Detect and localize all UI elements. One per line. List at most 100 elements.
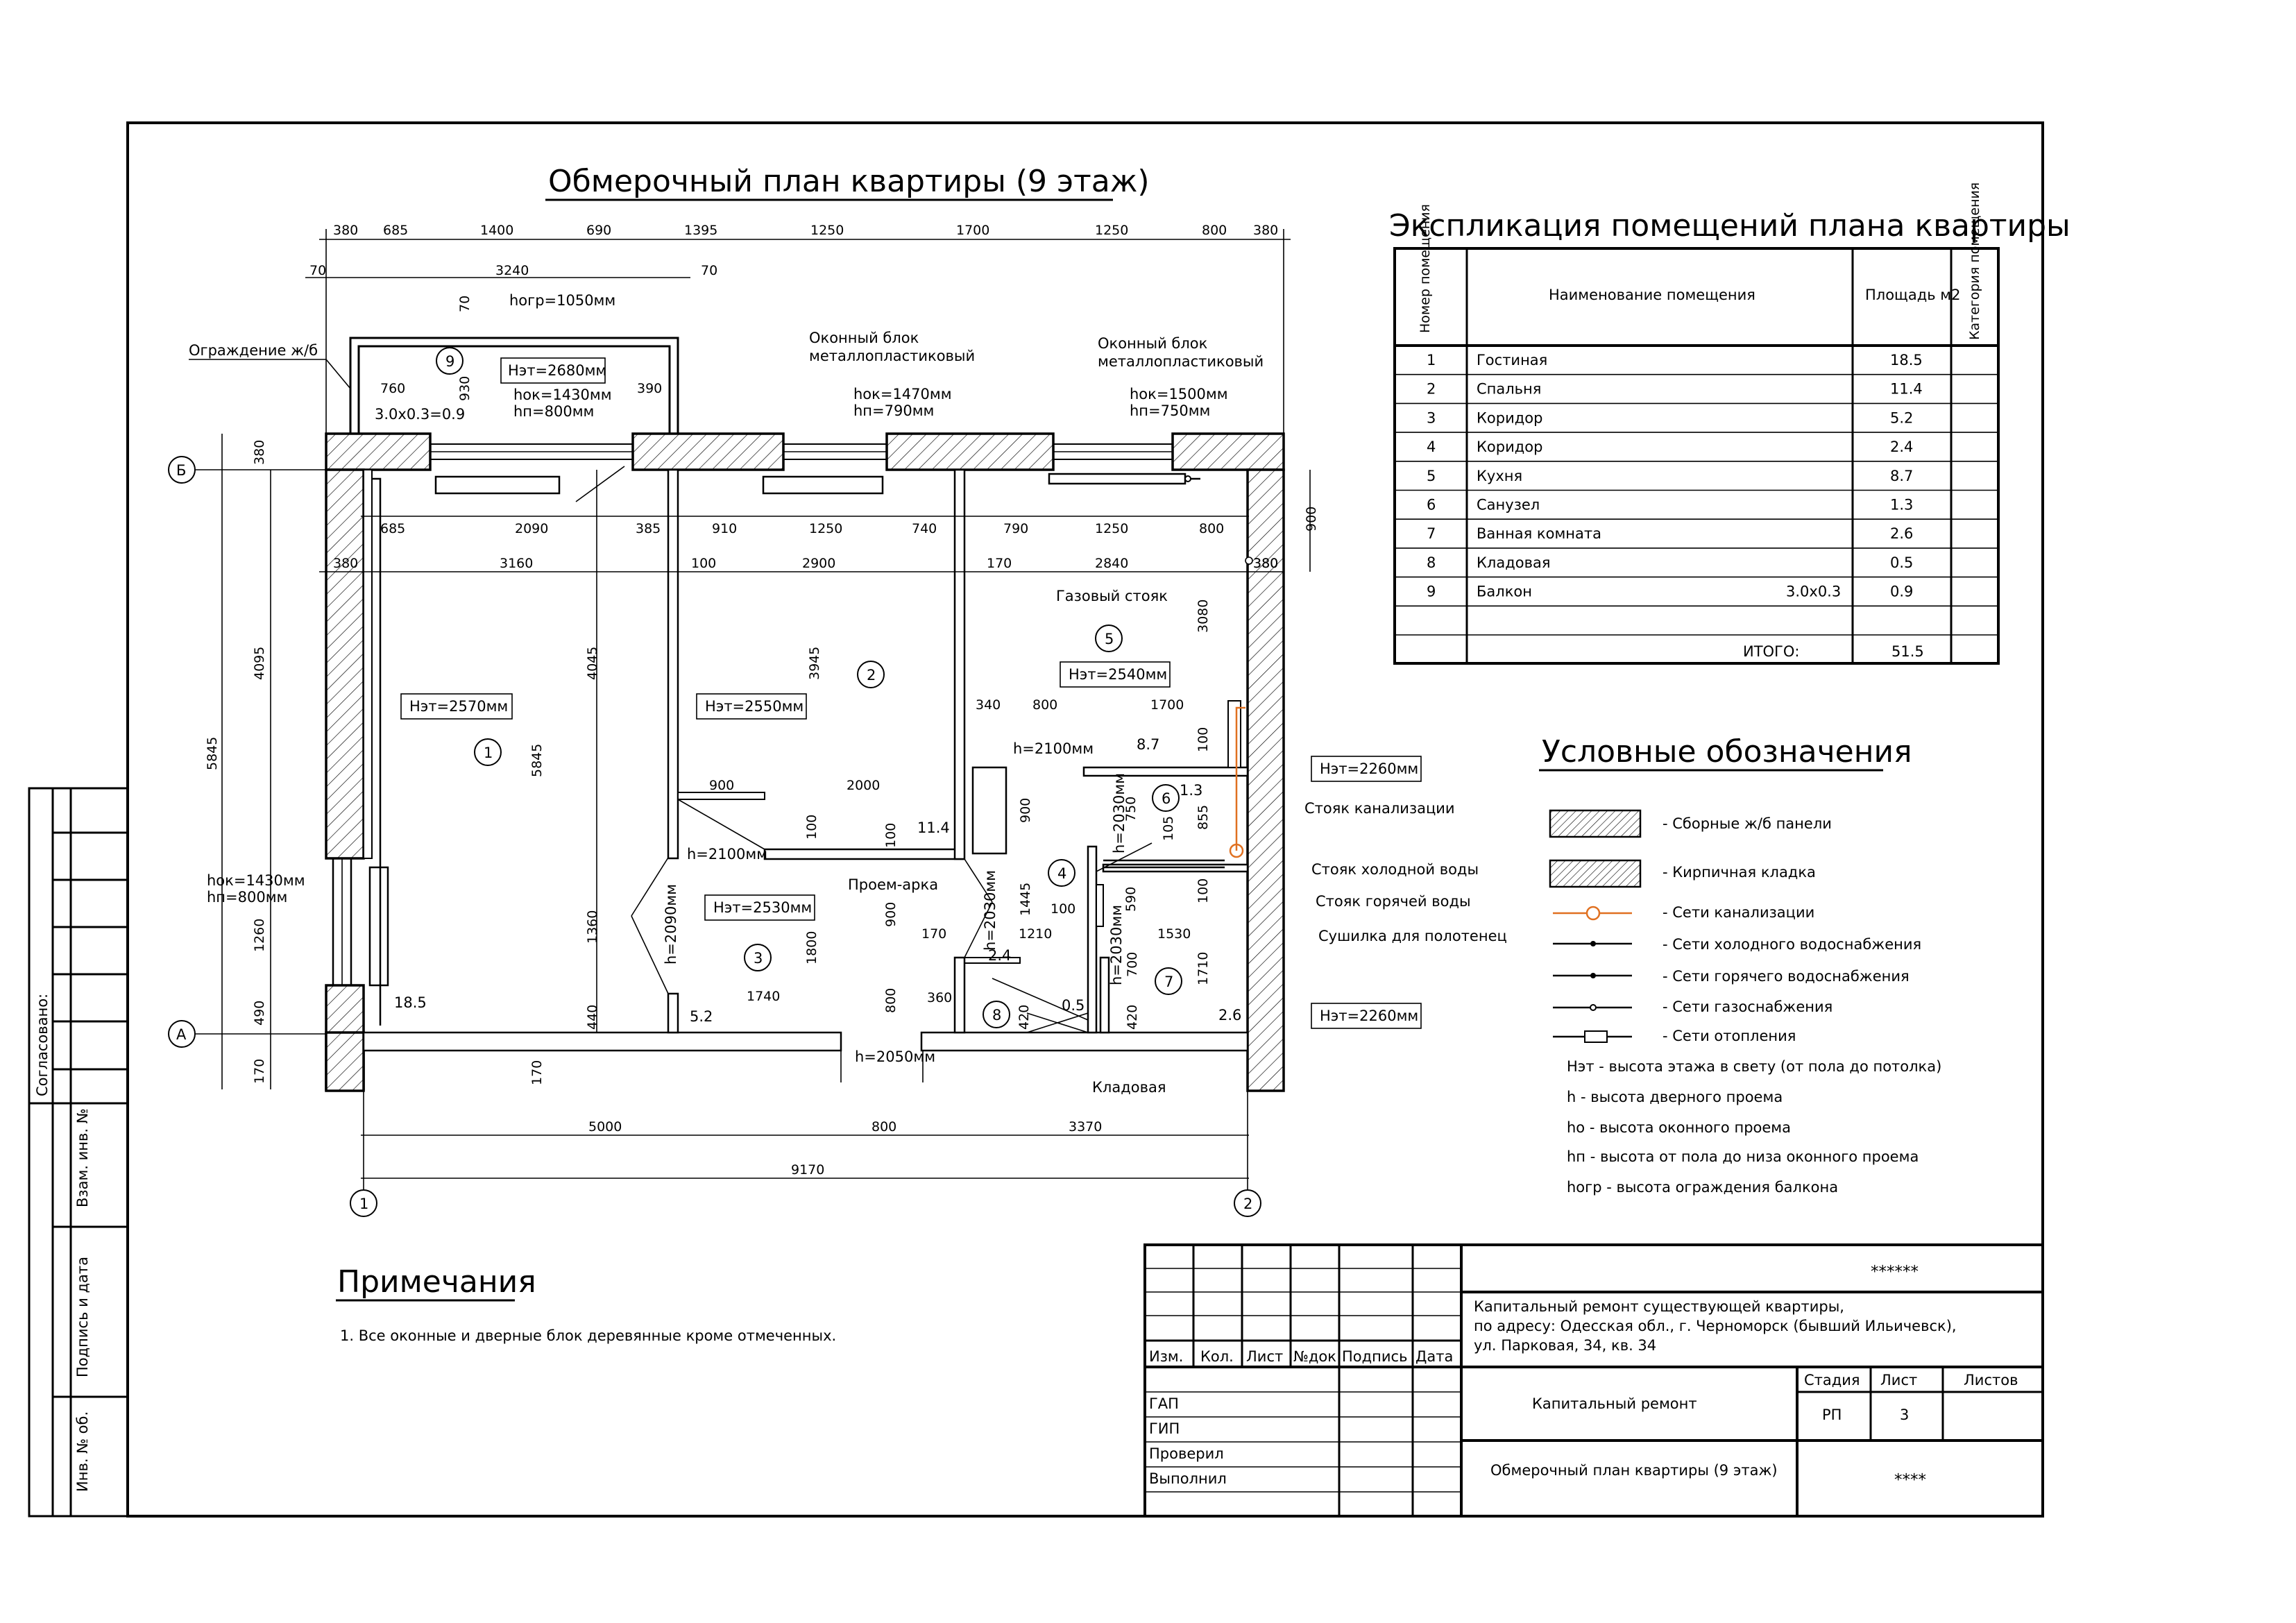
door-h-2050: h=2050мм	[855, 1048, 935, 1065]
legend-sewer-icon	[1585, 906, 1601, 921]
stamp-object: Капитальный ремонт	[1532, 1395, 1697, 1412]
room6-height: Нэт=2260мм	[1320, 760, 1418, 777]
dim: 100	[691, 556, 716, 571]
dim: 1250	[809, 521, 842, 536]
explication-row-name: Ванная комната	[1477, 525, 1601, 542]
window-top-3	[1053, 443, 1173, 460]
stamp-stage-label: Стадия	[1804, 1372, 1860, 1388]
explication-row-number: 2	[1427, 381, 1436, 398]
axis-a: А	[176, 1026, 187, 1043]
stamp-sheet: 3	[1900, 1407, 1909, 1423]
dim: 750	[1123, 797, 1139, 822]
balcony	[349, 337, 679, 434]
label-h-ok-left: hок=1430мм	[207, 872, 305, 889]
dim: 5845	[205, 737, 220, 770]
explication-row-number: 8	[1427, 554, 1436, 571]
notes: Примечания 1. Все оконные и дверные блок…	[336, 1264, 836, 1344]
label-h-ok1: hок=1430мм	[513, 386, 612, 403]
explication-row-name: Спальня	[1477, 381, 1541, 398]
explication-row-name: Коридор	[1477, 439, 1542, 455]
room7-height: Нэт=2260мм	[1320, 1008, 1418, 1024]
dim: 5845	[529, 744, 545, 777]
dim: 2000	[847, 778, 880, 793]
axis-2: 2	[1243, 1196, 1252, 1212]
room-2-number: 2	[867, 667, 876, 683]
room-markers: 1 2 3 4 5 6 7 8 9	[436, 347, 1182, 1028]
label-pantry: Кладовая	[1092, 1079, 1166, 1096]
dim: 930	[457, 376, 473, 401]
legend-item-1: - Сборные ж/б панели	[1663, 815, 1832, 832]
stamp-project-3: ул. Парковая, 34, кв. 34	[1474, 1337, 1656, 1354]
area-1-3: 1.3	[1180, 782, 1202, 799]
label-h-p-left: hп=800мм	[207, 889, 287, 906]
stamp-col-date: Дата	[1415, 1348, 1453, 1365]
label-balcony-rail: Ограждение ж/б	[189, 342, 318, 359]
explication-row-area: 0.5	[1890, 554, 1913, 571]
wall-left-upper	[325, 468, 365, 860]
balcony-height: Нэт=2680мм	[508, 362, 606, 379]
room-8-number: 8	[992, 1007, 1001, 1023]
dim: 9170	[791, 1162, 824, 1178]
label-h-p3: hп=750мм	[1130, 402, 1210, 419]
explication-row-area: 8.7	[1890, 468, 1913, 484]
stamp-role-gap: ГАП	[1149, 1395, 1179, 1412]
axis-b: Б	[176, 462, 186, 479]
explication-row-name: Санузел	[1477, 497, 1540, 513]
explication-row-name: Кухня	[1477, 468, 1522, 484]
legend-panel-swatch	[1549, 809, 1642, 838]
label-window-block-1b: металлопластиковый	[809, 348, 975, 364]
area-0-5: 0.5	[1062, 997, 1085, 1014]
dim: 790	[1003, 521, 1028, 536]
room-heights: Нэт=2570мм Нэт=2550мм Нэт=2530мм Нэт=254…	[400, 357, 1422, 1029]
dim: 380	[333, 556, 358, 571]
dim: 2840	[1095, 556, 1128, 571]
dim: 380	[1253, 556, 1278, 571]
radiator-3	[1048, 473, 1187, 485]
dim: 800	[871, 1119, 896, 1135]
wall-top-4	[1171, 432, 1285, 471]
side-stamp-replace: Взам. инв. №	[74, 1108, 91, 1207]
legend-def-3: hо - высота оконного проема	[1567, 1119, 1791, 1136]
header-name: Наименование помещения	[1549, 287, 1755, 303]
dim: 900	[883, 902, 899, 927]
stamp-project-2: по адресу: Одесская обл., г. Черноморск …	[1474, 1318, 1957, 1334]
label-balcony-size: 3.0x0.3=0.9	[375, 406, 465, 423]
room2-height: Нэт=2550мм	[705, 698, 803, 715]
door-h-2030a: h=2030мм	[982, 870, 998, 951]
dim: 4045	[585, 647, 600, 680]
label-h-p1: hп=800мм	[513, 403, 594, 420]
area-8-7: 8.7	[1137, 736, 1159, 753]
axis-1: 1	[359, 1196, 368, 1212]
dim: 170	[921, 926, 946, 942]
dim: 100	[883, 823, 899, 848]
dim: 1800	[804, 931, 819, 965]
stamp-role-checked: Проверил	[1149, 1445, 1224, 1462]
stamp-org: ****	[1894, 1471, 1926, 1489]
explication-total: 51.5	[1891, 643, 1924, 660]
header-area: Площадь м2	[1865, 287, 1960, 303]
dim: 3945	[807, 647, 822, 680]
dim: 800	[1202, 223, 1227, 238]
explication-row-number: 7	[1427, 525, 1436, 542]
explication-row-area: 2.6	[1890, 525, 1913, 542]
dim: 380	[252, 440, 267, 465]
stamp-col-izm: Изм.	[1149, 1348, 1183, 1365]
stamp-role-gip: ГИП	[1149, 1420, 1180, 1437]
dim: 70	[309, 263, 326, 278]
dim: 910	[712, 521, 737, 536]
legend-def-2: h - высота дверного проема	[1567, 1089, 1783, 1105]
dim: 340	[976, 697, 1001, 713]
dim: 590	[1123, 887, 1139, 912]
dim: 1395	[684, 223, 717, 238]
dim: 380	[1253, 223, 1278, 238]
dim: 380	[333, 223, 358, 238]
dim: 100	[1196, 727, 1211, 752]
dim: 70	[457, 296, 473, 312]
legend-title: Условные обозначения	[1542, 734, 1912, 770]
dim: 170	[987, 556, 1012, 571]
area-2-6: 2.6	[1218, 1007, 1241, 1023]
label-arch: Проем-арка	[848, 876, 938, 893]
explication-row-area: 11.4	[1890, 381, 1923, 398]
dim: 800	[1199, 521, 1224, 536]
